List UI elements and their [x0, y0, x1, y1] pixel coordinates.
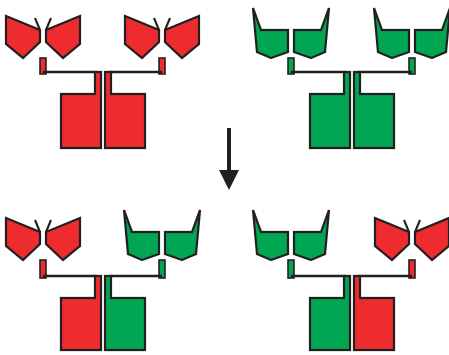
hybrid-red-green	[4, 209, 202, 352]
parent-green-left-stem	[308, 70, 352, 150]
parent-green	[251, 7, 449, 150]
hybrid-red-green-right-arm-left-fin	[122, 209, 161, 262]
parent-green-right-arm-right-fin	[413, 7, 449, 60]
down-arrow	[219, 128, 239, 190]
parent-green-left-arm	[251, 7, 331, 60]
hybrid-green-red-left-stalk	[287, 259, 295, 279]
parent-red-right-stalk	[158, 57, 166, 75]
parent-green-left-arm-left-fin	[251, 7, 290, 60]
hybrid-red-green-right-stalk	[158, 259, 166, 279]
hybrid-red-green-left-arm-notch-right	[44, 219, 53, 233]
hybrid-red-green-left-arm-notch-left	[33, 219, 42, 233]
hybrid-green-red-right-stalk	[408, 259, 416, 279]
hybrid-green-red-left-arm-right-fin	[292, 209, 331, 262]
parent-green-right-arm	[372, 7, 449, 60]
hybrid-green-red-right-arm-right-fin	[413, 216, 449, 262]
parent-red-right-arm-notch-right	[163, 17, 172, 31]
hybrid-red-green-left-stalk	[39, 259, 47, 279]
parent-red	[4, 14, 201, 150]
hybrid-green-red-left-arm	[251, 209, 331, 262]
hybrid-green-red-left-arm-left-fin	[251, 209, 290, 262]
hybrid-red-green-left-arm	[4, 216, 82, 262]
parent-green-left-stalk	[287, 57, 295, 75]
hybrid-green-red-right-arm-notch-right	[413, 219, 422, 233]
parent-red-left-arm-right-fin	[44, 14, 82, 60]
hybrid-green-red-right-stem	[352, 274, 396, 352]
parent-red-right-arm-notch-left	[152, 17, 161, 31]
parent-green-right-arm-left-fin	[372, 7, 411, 60]
hybrid-green-red-right-arm-notch-left	[402, 219, 411, 233]
parent-red-right-arm-left-fin	[123, 14, 161, 60]
top-row	[4, 7, 449, 150]
hybrid-green-red-right-arm-left-fin	[373, 216, 411, 262]
hybrid-red-green-right-arm-right-fin	[163, 209, 202, 262]
parent-green-left-arm-right-fin	[292, 7, 331, 60]
hybrid-red-green-left-stem	[59, 274, 103, 352]
parent-red-left-arm-notch-right	[44, 17, 53, 31]
hybrid-green-red-right-arm	[373, 216, 449, 262]
parent-red-left-arm-left-fin	[4, 14, 42, 60]
hybrid-red-green-left-arm-right-fin	[44, 216, 82, 262]
parent-red-right-arm-right-fin	[163, 14, 201, 60]
hybrid-green-red	[251, 209, 449, 352]
parent-red-right-stem	[103, 70, 147, 150]
hybrid-red-green-right-arm	[122, 209, 202, 262]
parent-red-left-stem	[59, 70, 103, 150]
parent-red-right-arm	[123, 14, 201, 60]
parent-green-right-stem	[352, 70, 396, 150]
hybrid-green-red-left-stem	[308, 274, 352, 352]
parent-red-left-stalk	[39, 57, 47, 75]
hybrid-red-green-left-arm-left-fin	[4, 216, 42, 262]
parent-red-left-arm	[4, 14, 82, 60]
parent-red-left-arm-notch-left	[33, 17, 42, 31]
parent-green-right-stalk	[408, 57, 416, 75]
hybrid-red-green-right-stem	[103, 274, 147, 352]
bottom-row	[4, 209, 449, 352]
